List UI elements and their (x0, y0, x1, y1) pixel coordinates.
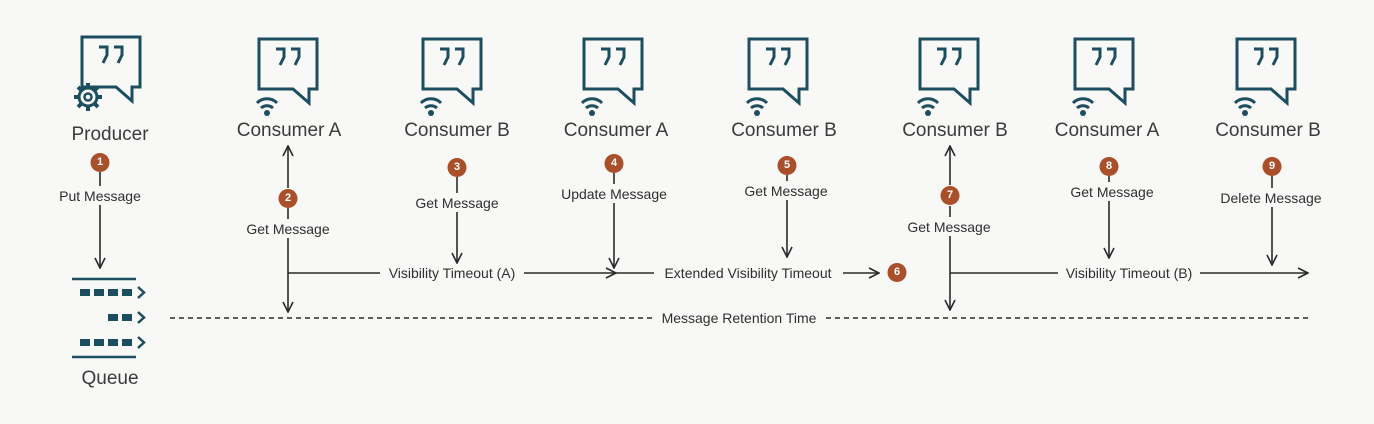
actor-producer-label: Producer (71, 124, 149, 145)
visibility-timeout-a-label: Visibility Timeout (A) (387, 265, 517, 281)
producer-gear-icon (74, 35, 142, 111)
step-label: Get Message (906, 219, 992, 235)
step-badge: 2 (278, 189, 298, 208)
extended-visibility-timeout-label: Extended Visibility Timeout (663, 265, 833, 281)
step-badge: 5 (777, 156, 797, 175)
actor-consumer-a-label: Consumer A (563, 120, 669, 141)
step-label: Get Message (414, 195, 500, 211)
step-badge: 8 (1099, 157, 1119, 176)
step-label: Get Message (1069, 184, 1155, 200)
consumer-wifi-icon (745, 37, 809, 118)
step-badge: 3 (447, 158, 467, 177)
consumer-wifi-icon (255, 37, 319, 118)
step-badge: 4 (604, 154, 624, 173)
visibility-timeout-b-label: Visibility Timeout (B) (1064, 265, 1194, 281)
consumer-wifi-icon (419, 37, 483, 118)
step-label: Delete Message (1219, 190, 1323, 206)
consumer-wifi-icon (1233, 37, 1297, 118)
queue-label: Queue (81, 368, 139, 389)
step-label: Put Message (58, 188, 142, 204)
consumer-wifi-icon (1071, 37, 1135, 118)
actor-consumer-b-label: Consumer B (731, 120, 837, 141)
step-badge: 6 (887, 263, 907, 282)
consumer-wifi-icon (916, 37, 980, 118)
step-label: Get Message (743, 183, 829, 199)
step-badge: 1 (90, 153, 110, 172)
actor-consumer-a-label: Consumer A (236, 120, 342, 141)
step-badge: 7 (940, 186, 960, 205)
message-retention-time-label: Message Retention Time (660, 310, 818, 326)
actor-consumer-b-label: Consumer B (902, 120, 1008, 141)
actor-consumer-a-label: Consumer A (1054, 120, 1160, 141)
step-label: Update Message (560, 186, 668, 202)
flow-arrows (100, 146, 1308, 312)
actor-consumer-b-label: Consumer B (1215, 120, 1321, 141)
queue-icon (72, 277, 146, 359)
step-label: Get Message (245, 221, 331, 237)
actor-consumer-b-label: Consumer B (404, 120, 510, 141)
consumer-wifi-icon (580, 37, 644, 118)
step-badge: 9 (1262, 157, 1282, 176)
